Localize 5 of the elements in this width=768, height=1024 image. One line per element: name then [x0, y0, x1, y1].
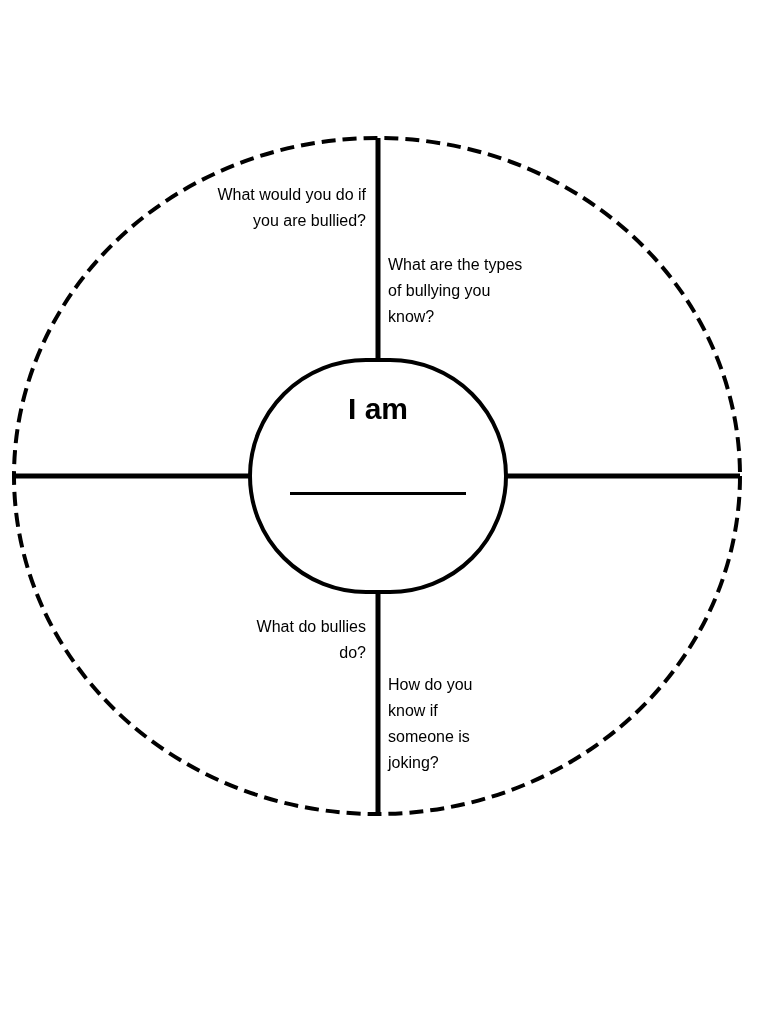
question-text: What are the types of bullying you know? — [388, 255, 524, 327]
question-text: What would you do if you are bullied? — [216, 185, 366, 231]
heading-text: I am — [348, 394, 408, 424]
question-text: How do you know if someone is joking? — [388, 675, 474, 773]
question-text: What do bullies do? — [255, 617, 366, 663]
